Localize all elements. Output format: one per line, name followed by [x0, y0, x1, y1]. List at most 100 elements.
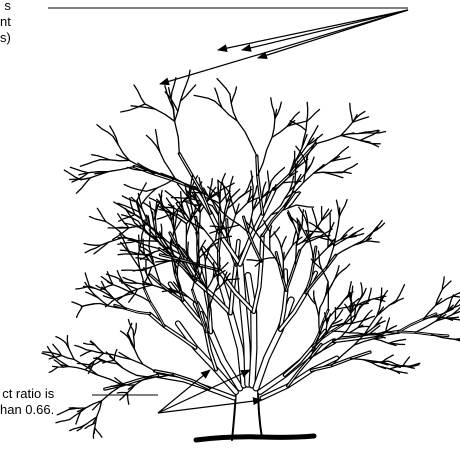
tree-branch — [302, 121, 307, 148]
tree-branch — [72, 302, 83, 306]
top-callout-leaders — [48, 8, 408, 84]
tree-branch — [359, 288, 366, 300]
tree-branch — [130, 285, 152, 292]
tree-branch — [455, 335, 460, 340]
tree-branch — [205, 261, 206, 281]
tree-branch — [385, 332, 398, 333]
tree-branch — [281, 237, 286, 249]
tree-branch — [341, 133, 368, 136]
top-callout-line-2: nt — [0, 14, 11, 30]
tree-branch — [106, 274, 119, 279]
tree-branch — [339, 200, 347, 217]
tree-branch — [217, 79, 230, 95]
tree-branch — [307, 110, 320, 122]
tree-branch — [100, 160, 129, 161]
tree-branch — [118, 254, 140, 255]
tree-branch — [66, 343, 74, 360]
tree-branch — [171, 198, 189, 199]
top-callout-line-3: s) — [0, 30, 11, 46]
tree-branch — [77, 364, 89, 365]
tree-illustration — [42, 70, 460, 440]
ground-line — [196, 436, 314, 440]
tree-branch — [80, 351, 91, 356]
top-arrow-4 — [258, 10, 408, 58]
tree-branch — [274, 232, 280, 243]
tree-branch — [92, 155, 110, 160]
tree-branch — [120, 393, 128, 400]
tree-branch — [342, 164, 358, 173]
tree-branch — [283, 245, 293, 261]
tree-branch — [272, 121, 295, 138]
tree-branch — [128, 393, 129, 405]
top-callout-line-1: s — [0, 0, 11, 14]
top-arrow-3 — [242, 10, 408, 50]
tree-branch — [134, 85, 145, 104]
tree-branch — [366, 241, 380, 242]
tree-branch — [143, 203, 155, 211]
tree-branch — [350, 103, 353, 122]
tree-branch — [145, 104, 175, 121]
tree-branch — [237, 121, 257, 156]
tree-branch — [108, 227, 129, 228]
tree-branch — [56, 337, 66, 343]
tree-branch — [227, 279, 239, 280]
tree-branch — [369, 288, 372, 300]
tree-branch — [146, 179, 175, 192]
tree-branch — [453, 296, 460, 298]
tree-branch — [349, 325, 363, 333]
tree-branch — [446, 318, 460, 320]
tree-branch — [334, 233, 356, 246]
tree-branch — [53, 366, 69, 367]
tree-branch — [57, 410, 68, 415]
tree-branch — [314, 157, 340, 174]
top-arrow-2 — [218, 10, 408, 50]
tree-branch — [339, 264, 350, 274]
tree-branch — [188, 242, 189, 256]
tree-branch — [49, 367, 58, 372]
tree-branch — [312, 209, 317, 226]
tree-branch-fill — [286, 251, 300, 291]
top-callout-text: s nt s) — [0, 0, 11, 46]
tree-branch — [194, 95, 215, 101]
tree-branch — [271, 98, 275, 119]
bottom-callout-text: ct ratio is han 0.66. — [0, 386, 54, 418]
tree-branch — [268, 171, 270, 190]
top-arrow-1 — [160, 10, 408, 84]
tree-branch — [70, 167, 88, 172]
tree-branch — [128, 240, 157, 241]
tree-branch — [80, 160, 100, 167]
tree-branch — [77, 306, 83, 317]
tree-branch — [307, 102, 308, 121]
tree-branch — [85, 245, 101, 253]
tree-branch — [76, 178, 90, 193]
tree-branch — [110, 357, 123, 369]
bottom-callout-line-2: han 0.66. — [0, 402, 54, 418]
tree-branch — [115, 293, 133, 299]
tree-branch — [318, 209, 329, 226]
tree-branch — [258, 137, 272, 175]
tree-branch — [78, 401, 102, 412]
tree-branch — [306, 231, 313, 262]
tree-branch — [389, 339, 406, 343]
tree-branch — [121, 104, 145, 112]
tree-branch — [319, 307, 320, 334]
tree-branch — [455, 337, 460, 340]
tree-branch — [161, 190, 162, 204]
tree-branch — [295, 166, 310, 185]
tree-branch — [165, 191, 179, 203]
tree-branch — [336, 200, 339, 217]
tree-branch — [175, 211, 178, 226]
tree-branch — [139, 235, 140, 250]
tree-branch — [318, 251, 319, 264]
tree-branch — [247, 260, 258, 261]
tree-branch — [117, 393, 127, 394]
tree-branch — [231, 87, 236, 103]
tree-branch — [84, 244, 101, 246]
tree-branch — [358, 326, 370, 327]
tree-branch — [184, 70, 190, 91]
tree-branch — [403, 357, 410, 367]
tree-branch-fill — [192, 290, 206, 332]
tree-branch — [75, 345, 86, 349]
bottom-callout-line-1: ct ratio is — [0, 386, 54, 402]
